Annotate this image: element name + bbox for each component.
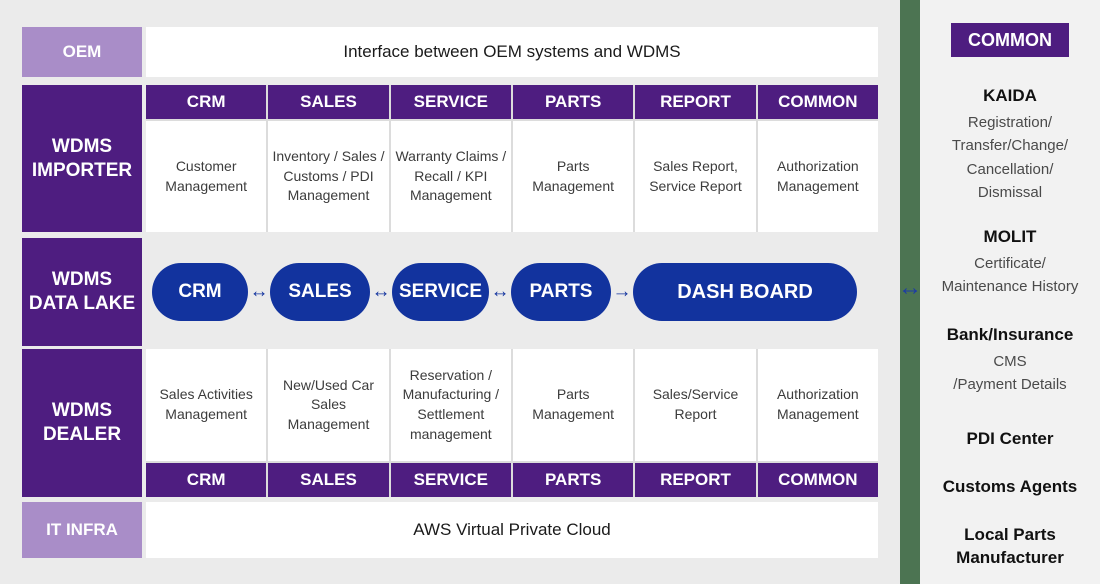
- bidirectional-arrow-icon: ↔: [490, 281, 510, 302]
- importer-cell-report: Sales Report, Service Report: [635, 121, 756, 232]
- importer-column-header-common: COMMON: [757, 85, 878, 119]
- importer-grid: CRM SALES SERVICE PARTS REPORT COMMON Cu…: [146, 85, 878, 232]
- dealer-cell-sales: New/Used Car Sales Management: [268, 349, 389, 461]
- common-entry-kaida: KAIDA Registration/ Transfer/Change/ Can…: [926, 85, 1094, 204]
- datalake-pill-parts: PARTS: [511, 263, 611, 321]
- importer-cell-common: Authorization Management: [757, 121, 878, 232]
- dealer-column-header-crm: CRM: [146, 463, 267, 497]
- importer-cell-parts: Parts Management: [513, 121, 634, 232]
- importer-column-header-report: REPORT: [635, 85, 756, 119]
- importer-cell-sales: Inventory / Sales / Customs / PDI Manage…: [268, 121, 389, 232]
- itinfra-row: IT INFRA AWS Virtual Private Cloud: [22, 502, 878, 558]
- common-entry-customs-agents: Customs Agents: [926, 476, 1094, 498]
- importer-cell-service: Warranty Claims / Recall / KPI Managemen…: [390, 121, 511, 232]
- oem-interface-cell: Interface between OEM systems and WDMS: [146, 27, 878, 77]
- dealer-cell-crm: Sales Activities Management: [146, 349, 267, 461]
- forward-arrow-icon: →: [612, 281, 632, 302]
- entry-title: MOLIT: [983, 227, 1037, 247]
- datalake-pipeline: CRM ↔ SALES ↔ SERVICE ↔ PARTS → DASH BOA…: [152, 238, 878, 346]
- entry-description: Registration/ Transfer/Change/ Cancellat…: [951, 114, 1069, 201]
- importer-column-header-parts: PARTS: [513, 85, 634, 119]
- oem-row: OEM Interface between OEM systems and WD…: [22, 27, 878, 77]
- dealer-row-label: WDMS DEALER: [22, 349, 142, 497]
- dealer-column-header-common: COMMON: [757, 463, 878, 497]
- common-entry-pdi-center: PDI Center: [926, 428, 1094, 450]
- datalake-pill-crm: CRM: [152, 263, 248, 321]
- dealer-column-header-service: SERVICE: [390, 463, 511, 497]
- importer-column-header-service: SERVICE: [390, 85, 511, 119]
- entry-title: PDI Center: [966, 429, 1054, 449]
- entry-description: Certificate/ Maintenance History: [941, 255, 1079, 296]
- connector-bar: [900, 0, 920, 584]
- dealer-column-header-report: REPORT: [635, 463, 756, 497]
- datalake-pill-service: SERVICE: [392, 263, 489, 321]
- itinfra-row-label: IT INFRA: [22, 502, 142, 558]
- common-entry-bank-insurance: Bank/Insurance CMS /Payment Details: [926, 324, 1094, 397]
- common-panel-header: COMMON: [951, 23, 1069, 57]
- entry-title: KAIDA: [983, 86, 1037, 105]
- oem-row-label: OEM: [22, 27, 142, 77]
- datalake-pill-sales: SALES: [270, 263, 370, 321]
- entry-title: Bank/Insurance: [946, 324, 1074, 344]
- common-entry-local-parts-manufacturer: Local Parts Manufacturer: [926, 524, 1094, 568]
- dealer-cell-report: Sales/Service Report: [635, 349, 756, 461]
- main-table: OEM Interface between OEM systems and WD…: [22, 27, 878, 558]
- datalake-row-label: WDMS DATA LAKE: [22, 238, 142, 346]
- bidirectional-arrow-icon: ↔: [371, 281, 391, 302]
- dealer-cell-parts: Parts Management: [513, 349, 634, 461]
- common-panel: COMMON KAIDA Registration/ Transfer/Chan…: [920, 0, 1100, 584]
- importer-cell-crm: Customer Management: [146, 121, 267, 232]
- connector-arrow-icon: ↔: [898, 274, 922, 301]
- dealer-cell-common: Authorization Management: [757, 349, 878, 461]
- bidirectional-arrow-icon: ↔: [249, 281, 269, 302]
- common-entry-molit: MOLIT Certificate/ Maintenance History: [926, 226, 1094, 299]
- importer-column-header-crm: CRM: [146, 85, 267, 119]
- importer-column-header-sales: SALES: [268, 85, 389, 119]
- dealer-column-header-sales: SALES: [268, 463, 389, 497]
- entry-title: Customs Agents: [942, 477, 1078, 497]
- importer-block: WDMS IMPORTER CRM SALES SERVICE PARTS RE…: [22, 85, 878, 232]
- dealer-grid: Sales Activities Management New/Used Car…: [146, 349, 878, 497]
- importer-row-label: WDMS IMPORTER: [22, 85, 142, 232]
- datalake-row: WDMS DATA LAKE CRM ↔ SALES ↔ SERVICE ↔ P…: [22, 238, 878, 346]
- dealer-column-header-parts: PARTS: [513, 463, 634, 497]
- itinfra-aws-cell: AWS Virtual Private Cloud: [146, 502, 878, 558]
- dealer-block: WDMS DEALER Sales Activities Management …: [22, 349, 878, 497]
- entry-description: CMS /Payment Details: [953, 352, 1067, 394]
- dealer-cell-service: Reservation / Manufacturing / Settlement…: [390, 349, 511, 461]
- entry-title: Local Parts Manufacturer: [956, 525, 1064, 567]
- datalake-pill-dashboard: DASH BOARD: [633, 263, 857, 321]
